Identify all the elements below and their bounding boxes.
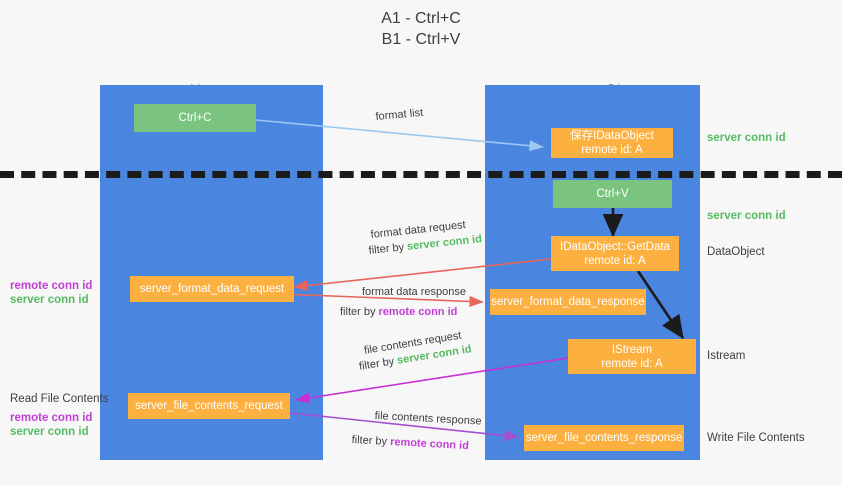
- edge-label-format-data-response-line1: format data response: [362, 286, 466, 298]
- node-getdata[interactable]: IDataObject::GetData remote id: A: [551, 236, 679, 271]
- right-label-server-conn-id-2: server conn id: [707, 210, 786, 222]
- right-label-server-conn-id-1: server conn id: [707, 132, 786, 144]
- node-istream-sub: remote id: A: [601, 357, 663, 370]
- left-label-server-conn-id-1: server conn id: [10, 294, 89, 306]
- node-ctrl-c-label: Ctrl+C: [178, 112, 212, 124]
- node-ctrl-v[interactable]: Ctrl+V: [553, 180, 672, 208]
- node-ctrl-c[interactable]: Ctrl+C: [134, 104, 256, 132]
- diagram-title: A1 - Ctrl+C B1 - Ctrl+V: [381, 10, 461, 48]
- node-getdata-sub: remote id: A: [584, 254, 646, 267]
- node-server-format-data-response-label: server_format_data_response: [491, 296, 645, 308]
- node-istream[interactable]: IStream remote id: A: [568, 339, 696, 374]
- edge-filter-by-text-3: filter by: [358, 354, 399, 373]
- edge-filter-by-text-4: filter by: [351, 433, 391, 448]
- right-label-dataobject: DataObject: [707, 246, 765, 258]
- edge-remote-conn-id-1: remote conn id: [378, 306, 458, 318]
- right-label-istream: Istream: [707, 350, 746, 362]
- node-server-format-data-request-label: server_format_data_request: [139, 283, 285, 295]
- node-server-file-contents-response-label: server_file_contents_response: [525, 432, 683, 444]
- node-server-file-contents-response[interactable]: server_file_contents_response: [524, 425, 684, 451]
- node-istream-label: IStream: [611, 343, 653, 356]
- edge-label-format-list: format list: [375, 106, 424, 123]
- phase-divider: [0, 171, 842, 178]
- edge-filter-by-text-1: filter by: [368, 240, 408, 257]
- right-label-write-file-contents: Write File Contents: [707, 432, 805, 444]
- node-server-file-contents-request-label: server_file_contents_request: [135, 400, 283, 412]
- left-label-server-conn-id-2: server conn id: [10, 426, 89, 438]
- node-save-dataobject-label: 保存IDataObject: [570, 130, 654, 142]
- node-getdata-label: IDataObject::GetData: [560, 240, 670, 253]
- node-save-dataobject[interactable]: 保存IDataObject remote id: A: [551, 128, 673, 158]
- node-save-dataobject-sub: remote id: A: [581, 144, 643, 156]
- edge-remote-conn-id-2: remote conn id: [389, 436, 470, 453]
- edge-label-format-data-response-line2: filter by remote conn id: [340, 305, 457, 319]
- node-server-format-data-response[interactable]: server_format_data_response: [490, 289, 646, 315]
- left-label-read-file-contents: Read File Contents: [10, 393, 109, 405]
- node-ctrl-v-label: Ctrl+V: [596, 188, 629, 200]
- left-label-remote-conn-id-2: remote conn id: [10, 412, 93, 424]
- edge-label-file-contents-response-line1: file contents response: [374, 409, 482, 428]
- node-server-file-contents-request[interactable]: server_file_contents_request: [128, 393, 290, 419]
- edge-label-file-contents-response-line2: filter by remote conn id: [351, 433, 469, 453]
- node-server-format-data-request[interactable]: server_format_data_request: [130, 276, 294, 302]
- edge-filter-by-text-2: filter by: [340, 306, 379, 318]
- left-label-remote-conn-id-1: remote conn id: [10, 280, 93, 292]
